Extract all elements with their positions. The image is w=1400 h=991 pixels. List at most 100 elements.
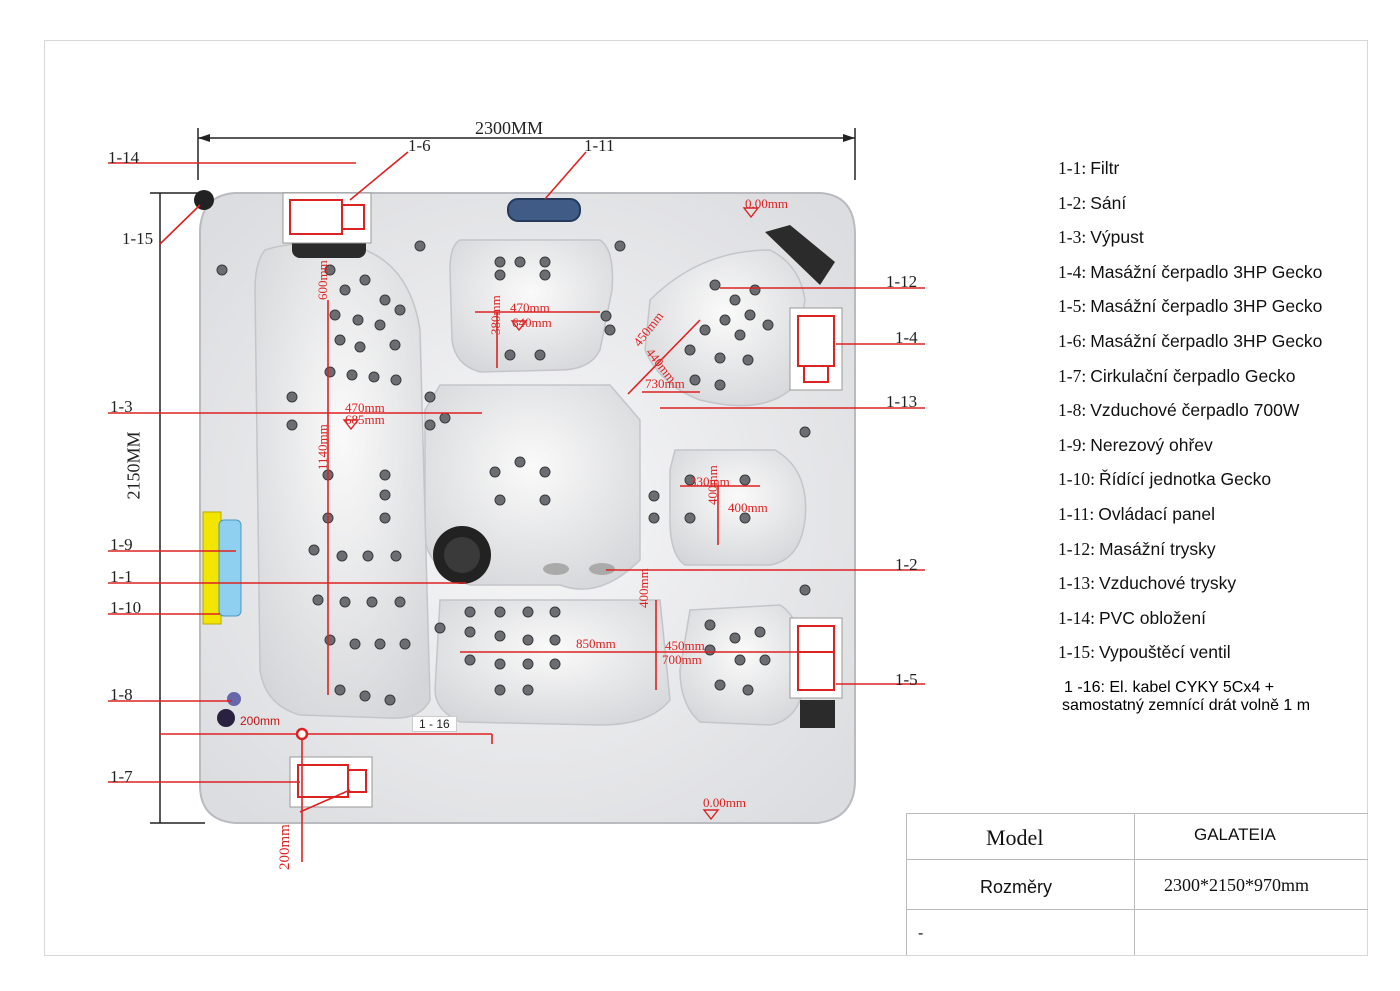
jet [749,284,761,296]
measurement-label: 400mm [636,568,651,608]
legend-code: 1-7: [1058,365,1087,386]
callout-1-15: 1-15 [122,229,154,248]
jet [390,374,402,386]
jet [734,329,746,341]
control-panel [507,198,581,222]
measurement-label: 450mm [665,638,705,653]
jet [324,366,336,378]
jet [494,630,506,642]
jet [704,644,716,656]
jet [539,466,551,478]
jet [324,634,336,646]
legend-description: Vzduchové čerpadlo 700W [1090,400,1300,421]
legend-description: Masážní trysky [1098,538,1216,559]
jet [604,324,616,336]
callout-1-9: 1-9 [110,535,133,554]
legend-item: 1-15:Vypouštěcí ventil [1058,642,1388,677]
jet [464,626,476,638]
circ-port [217,709,235,727]
top-seat [449,239,614,373]
level-marker-top [742,207,760,219]
jet [539,269,551,281]
legend-code: 1-1: [1058,158,1087,178]
jet [464,606,476,618]
jet [699,324,711,336]
measurement-label: 380mm [488,295,503,335]
jet [600,310,612,322]
legend-code: 1-13: [1058,573,1095,594]
jet [379,294,391,306]
jet [684,474,696,486]
spec-table: Model GALATEIA Rozměry 2300*2150*970mm - [906,813,1368,955]
jet [359,690,371,702]
jet [494,658,506,670]
jet [354,341,366,353]
measurement-label: 640mm [512,315,552,330]
legend-code: 1-9: [1058,434,1087,455]
legend-item: 1-2:Sání [1058,193,1388,228]
legend-code: 1-11: [1058,503,1095,524]
measurement-label: 470mm [510,300,550,315]
jet [549,658,561,670]
legend-code: 1-5: [1058,296,1087,317]
pump-1-5-box [789,617,843,699]
suction-1 [543,563,569,575]
jet [799,584,811,596]
jet [759,654,771,666]
legend-description: Řídící jednotka Gecko [1098,469,1272,490]
pump-1-6-box [282,192,372,244]
jet [489,466,501,478]
callout-1-2: 1-2 [895,555,918,574]
measurement-label: 400mm [728,500,768,515]
drawing-sheet [44,40,1368,956]
right-seat [669,449,807,566]
jet [434,622,446,634]
legend-description: Vzduchové trysky [1098,573,1237,594]
level-marker-bottom [702,809,720,821]
jet [504,349,516,361]
jet [390,550,402,562]
jet [374,319,386,331]
jet [334,334,346,346]
jet [308,544,320,556]
jet [684,512,696,524]
callout-1-4: 1-4 [895,328,918,347]
jet [334,684,346,696]
jet [742,354,754,366]
jet [714,352,726,364]
jet [439,412,451,424]
jet [729,632,741,644]
jet [689,374,701,386]
jet [539,256,551,268]
legend-code: 1-2: [1058,192,1087,213]
jet [754,626,766,638]
size-label: Rozměry [980,877,1053,897]
legend-item: 1-1:Filtr [1058,158,1388,193]
jet [366,596,378,608]
pillow-bottom-right [800,700,835,728]
jet [424,391,436,403]
measurement-label: 0.00mm [703,795,746,810]
callout-1-10: 1-10 [110,598,142,617]
legend-code: 1-6: [1058,330,1087,351]
legend-item: 1-10:Řídící jednotka Gecko [1058,469,1388,504]
callout-1-3: 1-3 [110,397,133,416]
jet [464,654,476,666]
legend-code: 1-12: [1058,538,1095,559]
jet [494,269,506,281]
cable-entry-marker [295,727,309,741]
measurement-label: 400mm [705,465,720,505]
legend-16-line2: samostatný zemnící drát volně 1 m [1062,697,1311,714]
jet [286,391,298,403]
jet [549,606,561,618]
jet [522,684,534,696]
jet [522,606,534,618]
legend-description: Filtr [1090,158,1120,178]
callout-1-14: 1-14 [108,148,140,167]
legend-item: 1-11:Ovládací panel [1058,504,1388,539]
jet [414,240,426,252]
jet [799,426,811,438]
legend-description: Výpust [1090,227,1144,248]
measurement-label: 200mm [277,824,293,870]
